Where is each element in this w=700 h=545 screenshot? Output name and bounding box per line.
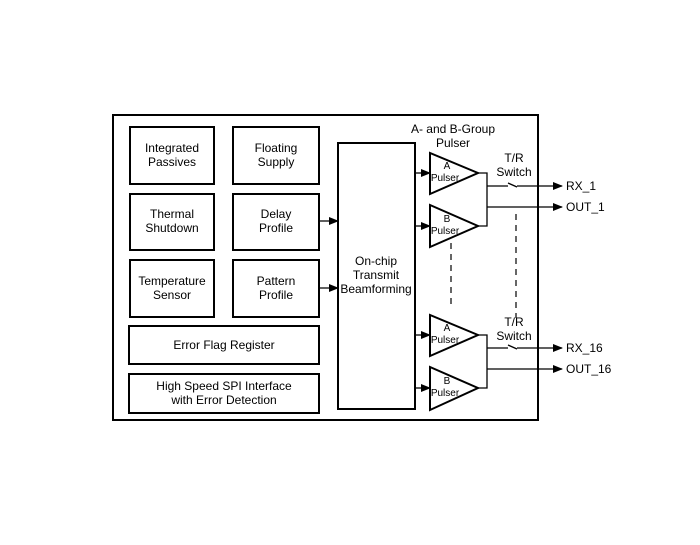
pattern-profile-line2: Profile [259, 288, 293, 302]
beamforming-line3: Beamforming [340, 282, 411, 296]
pulser-a1-letter: A [444, 161, 451, 172]
temperature-sensor-line1: Temperature [138, 274, 206, 288]
pulser-a-channel-16: A Pulser [429, 313, 481, 358]
integrated-passives-block: Integrated Passives [129, 126, 215, 185]
delay-profile-line1: Delay [261, 207, 292, 221]
tr-switch-1-icon [507, 182, 518, 188]
floating-supply-block: Floating Supply [232, 126, 320, 185]
temperature-sensor-line2: Sensor [153, 288, 191, 302]
output-rx-16: RX_16 [566, 341, 603, 355]
pulser-a1-label: Pulser [431, 173, 460, 184]
pulser-a16-label: Pulser [431, 335, 460, 346]
tr-switch-1-label-line1: T/R [504, 151, 524, 165]
error-flag-register-label: Error Flag Register [173, 338, 274, 352]
tr-switch-16-label-line2: Switch [496, 329, 531, 343]
pulser-b1-letter: B [444, 214, 451, 225]
output-out-16: OUT_16 [566, 362, 612, 376]
floating-supply-line1: Floating [255, 141, 298, 155]
output-rx-1: RX_1 [566, 179, 596, 193]
integrated-passives-line2: Passives [148, 155, 196, 169]
pattern-profile-block: Pattern Profile [232, 259, 320, 318]
spi-interface-block: High Speed SPI Interface with Error Dete… [128, 373, 320, 414]
spi-interface-line1: High Speed SPI Interface [156, 379, 292, 393]
thermal-shutdown-line2: Shutdown [145, 221, 198, 235]
spi-interface-line2: with Error Detection [170, 393, 276, 407]
error-flag-register-block: Error Flag Register [128, 325, 320, 365]
pulser-group-label-line1: A- and B-Group [411, 122, 495, 136]
tr-switch-16-icon [507, 344, 518, 350]
integrated-passives-line1: Integrated [145, 141, 199, 155]
pulser-group-label-line2: Pulser [436, 136, 470, 150]
pulser-b-channel-16: B Pulser [429, 365, 481, 412]
beamforming-line1: On-chip [355, 254, 397, 268]
channel-16-wiring [478, 334, 563, 389]
pulser-a-channel-1: A Pulser [429, 151, 481, 196]
tr-switch-16-label-line1: T/R [504, 315, 524, 329]
pulser-a16-letter: A [444, 323, 451, 334]
temperature-sensor-block: Temperature Sensor [129, 259, 215, 318]
beamforming-block: On-chip Transmit Beamforming [337, 142, 416, 410]
floating-supply-line2: Supply [258, 155, 295, 169]
thermal-shutdown-line1: Thermal [150, 207, 194, 221]
thermal-shutdown-block: Thermal Shutdown [129, 193, 215, 251]
output-out-1: OUT_1 [566, 200, 605, 214]
pulser-b16-letter: B [444, 376, 451, 387]
pattern-profile-line1: Pattern [257, 274, 296, 288]
pulser-b16-label: Pulser [431, 388, 460, 399]
pulser-b1-label: Pulser [431, 226, 460, 237]
beamforming-line2: Transmit [353, 268, 400, 282]
delay-profile-block: Delay Profile [232, 193, 320, 251]
delay-profile-line2: Profile [259, 221, 293, 235]
channel-1-wiring [478, 172, 563, 227]
pulser-b-channel-1: B Pulser [429, 203, 481, 249]
tr-switch-1-label-line2: Switch [496, 165, 531, 179]
